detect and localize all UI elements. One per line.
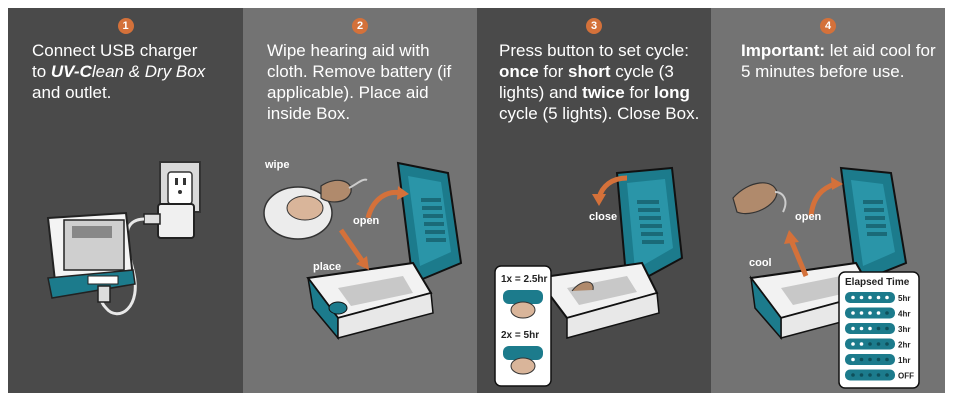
brand-clean-dry: lean & Dry Box (91, 62, 206, 81)
step-1-text: Connect USB charger to UV-Clean & Dry Bo… (32, 41, 206, 102)
elapsed-light (885, 326, 889, 331)
inset-twice-label: 2x = 5hr (501, 330, 539, 341)
label-open: open (353, 215, 380, 227)
elapsed-light (851, 295, 855, 300)
label-place: place (313, 261, 341, 273)
elapsed-light (851, 326, 855, 331)
elapsed-row-label: 4hr (898, 310, 910, 319)
elapsed-light (868, 373, 872, 377)
step-1-number: 1 (117, 18, 134, 34)
step-3-text: Press button to set cycle:once for short… (499, 41, 700, 123)
cycle-inset: 1x = 2.5hr 2x = 5hr (494, 265, 552, 387)
step-1-panel: 1 Connect USB charger to UV-Clean & Dry … (8, 8, 243, 393)
cool-illustration: open cool Elapsed Time 5hr 4hr 3hr 2hr 1hrOF… (732, 166, 920, 389)
charger-illustration (46, 161, 201, 316)
elapsed-light (859, 342, 864, 346)
uv-clean-dry-box (46, 211, 136, 299)
elapsed-row-label: 5hr (898, 294, 910, 303)
step-4-number: 4 (820, 18, 836, 34)
label-close: close (589, 211, 617, 223)
elapsed-light (859, 295, 864, 300)
box-lid-open (839, 166, 908, 285)
elapsed-light (859, 311, 864, 315)
elapsed-light (859, 373, 864, 377)
elapsed-light (876, 311, 881, 315)
elapsed-light (868, 311, 872, 315)
label-open: open (795, 211, 822, 223)
elapsed-light (851, 373, 855, 377)
step-2-text: Wipe hearing aid with cloth. Remove batt… (267, 41, 452, 123)
elapsed-light (885, 357, 889, 362)
box-base (306, 261, 434, 341)
elapsed-light (859, 357, 864, 362)
step-2-panel: 2 Wipe hearing aid with cloth. Remove ba… (243, 8, 477, 393)
step-4-text: Important: let aid cool for 5 minutes be… (741, 41, 936, 81)
elapsed-light (851, 311, 855, 315)
elapsed-light (876, 357, 881, 362)
step-3-number: 3 (586, 18, 602, 34)
elapsed-light (851, 357, 855, 362)
elapsed-row-label: OFF (898, 372, 914, 381)
elapsed-light (851, 342, 855, 346)
hand-cloth (263, 186, 333, 240)
elapsed-row-label: 2hr (898, 341, 910, 350)
set-cycle-illustration: close 1x = 2.5hr 2x = 5hr (494, 166, 684, 387)
elapsed-light (868, 342, 872, 346)
label-cool: cool (749, 257, 772, 269)
elapsed-time-title: Elapsed Time (845, 277, 910, 288)
elapsed-light (885, 342, 889, 346)
elapsed-light (876, 373, 881, 377)
elapsed-light (876, 326, 881, 331)
hearing-aid (732, 182, 787, 215)
elapsed-light (885, 311, 889, 315)
elapsed-light (868, 326, 872, 331)
inset-once-label: 1x = 2.5hr (501, 274, 548, 285)
elapsed-light (868, 295, 872, 300)
label-wipe: wipe (264, 159, 289, 171)
hearing-aid (320, 178, 368, 203)
box-lid (615, 166, 684, 290)
elapsed-light (885, 295, 889, 300)
elapsed-light (876, 342, 881, 346)
step-4-panel: 4 Important: let aid cool for 5 minutes … (711, 8, 945, 393)
usb-wall-adapter (143, 203, 195, 239)
elapsed-light (876, 295, 881, 300)
elapsed-row-label: 1hr (898, 356, 910, 365)
brand-uvc: UV-C (50, 62, 92, 81)
step-2-number: 2 (352, 18, 368, 34)
step-3-panel: 3 Press button to set cycle:once for sho… (477, 8, 711, 393)
wipe-place-illustration: wipe open place (263, 159, 463, 341)
elapsed-row-label: 3hr (898, 325, 910, 334)
box-lid-open (396, 161, 463, 285)
elapsed-light (885, 373, 889, 377)
elapsed-light (859, 326, 864, 331)
elapsed-light (868, 357, 872, 362)
